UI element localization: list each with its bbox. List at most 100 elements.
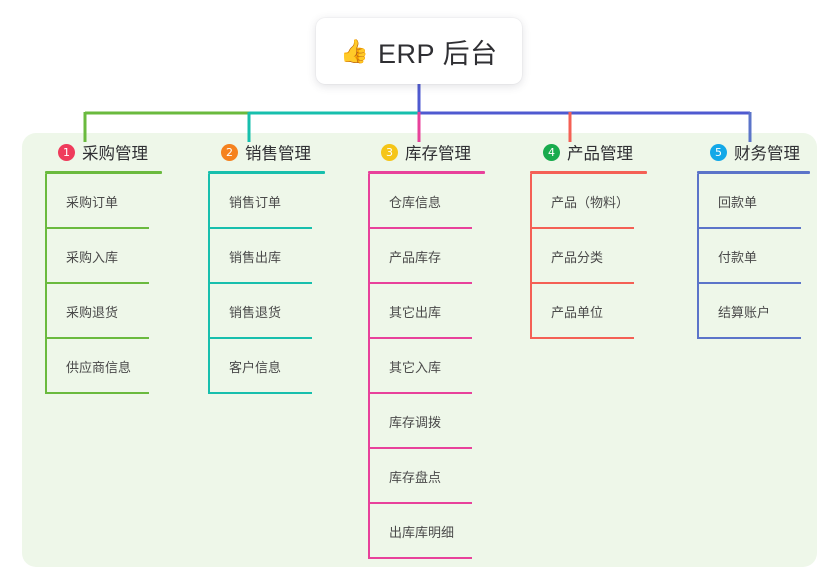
menu-item-label: 付款单	[718, 250, 758, 265]
columns-container: 1 采购管理采购订单采购入库采购退货供应商信息 2 销售管理销售订单销售出库销售退货客…	[22, 133, 817, 567]
menu-item[interactable]: 采购订单	[45, 174, 202, 229]
column-3: 3 库存管理仓库信息产品库存其它出库其它入库库存调拨库存盘点出库库明细	[365, 133, 525, 559]
menu-item-label: 产品库存	[389, 250, 442, 265]
menu-item-label: 产品分类	[551, 250, 604, 265]
menu-item[interactable]: 采购入库	[45, 229, 202, 284]
menu-item-underline	[697, 337, 801, 339]
menu-item-label: 产品（物料）	[551, 195, 630, 210]
menu-item-underline	[45, 282, 149, 284]
menu-item-label: 客户信息	[229, 360, 282, 375]
menu-item-underline	[368, 282, 472, 284]
column-spine	[697, 174, 699, 339]
column-header-1[interactable]: 1 采购管理	[42, 133, 202, 171]
menu-item[interactable]: 其它入库	[368, 339, 525, 394]
menu-item[interactable]: 仓库信息	[368, 174, 525, 229]
column-badge-icon: 2	[221, 143, 238, 161]
column-2: 2 销售管理销售订单销售出库销售退货客户信息	[205, 133, 365, 394]
menu-item[interactable]: 产品单位	[530, 284, 687, 339]
menu-item[interactable]: 产品库存	[368, 229, 525, 284]
column-spine	[530, 174, 532, 339]
menu-item-label: 采购入库	[66, 250, 119, 265]
root-node-card[interactable]: 👍 ERP 后台	[316, 18, 522, 84]
root-node-title: ERP 后台	[378, 38, 498, 69]
menu-item-underline	[368, 337, 472, 339]
column-title: 产品管理	[567, 145, 633, 163]
menu-item-label: 库存调拨	[389, 415, 442, 430]
menu-item[interactable]: 回款单	[697, 174, 839, 229]
menu-item-label: 仓库信息	[389, 195, 442, 210]
menu-item[interactable]: 付款单	[697, 229, 839, 284]
menu-item-underline	[530, 227, 634, 229]
column-spine	[208, 174, 210, 394]
menu-item-label: 采购订单	[66, 195, 119, 210]
menu-item-underline	[368, 392, 472, 394]
column-5: 5 财务管理回款单付款单结算账户	[694, 133, 839, 339]
column-underline	[45, 171, 162, 174]
menu-item[interactable]: 客户信息	[208, 339, 365, 394]
menu-item[interactable]: 产品分类	[530, 229, 687, 284]
menu-item-underline	[368, 502, 472, 504]
menu-item-label: 销售订单	[229, 195, 282, 210]
column-items: 仓库信息产品库存其它出库其它入库库存调拨库存盘点出库库明细	[368, 174, 525, 559]
menu-item-label: 回款单	[718, 195, 758, 210]
menu-item-underline	[45, 392, 149, 394]
menu-item-label: 结算账户	[718, 305, 771, 320]
menu-item-underline	[45, 227, 149, 229]
menu-item-label: 供应商信息	[66, 360, 132, 375]
thumbs-up-icon: 👍	[340, 37, 370, 64]
column-badge-icon: 1	[58, 143, 75, 161]
column-header-4[interactable]: 4 产品管理	[527, 133, 687, 171]
column-items: 采购订单采购入库采购退货供应商信息	[45, 174, 202, 394]
menu-item[interactable]: 其它出库	[368, 284, 525, 339]
menu-item[interactable]: 采购退货	[45, 284, 202, 339]
menu-item-underline	[697, 282, 801, 284]
menu-item-underline	[368, 557, 472, 559]
menu-item[interactable]: 出库库明细	[368, 504, 525, 559]
menu-item-label: 采购退货	[66, 305, 119, 320]
column-title: 库存管理	[405, 145, 471, 163]
menu-item-underline	[368, 447, 472, 449]
column-items: 产品（物料） 产品分类产品单位	[530, 174, 687, 339]
column-items: 销售订单销售出库销售退货客户信息	[208, 174, 365, 394]
column-items: 回款单付款单结算账户	[697, 174, 839, 339]
column-spine	[45, 174, 47, 394]
menu-item-label: 库存盘点	[389, 470, 442, 485]
menu-item[interactable]: 销售订单	[208, 174, 365, 229]
menu-item-label: 销售退货	[229, 305, 282, 320]
column-underline	[368, 171, 485, 174]
menu-item[interactable]: 产品（物料）	[530, 174, 687, 229]
menu-item-label: 产品单位	[551, 305, 604, 320]
column-spine	[368, 174, 370, 559]
column-1: 1 采购管理采购订单采购入库采购退货供应商信息	[42, 133, 202, 394]
column-4: 4 产品管理产品（物料） 产品分类产品单位	[527, 133, 687, 339]
column-header-3[interactable]: 3 库存管理	[365, 133, 525, 171]
diagram-background-panel	[22, 133, 817, 567]
menu-item-underline	[208, 337, 312, 339]
menu-item[interactable]: 库存调拨	[368, 394, 525, 449]
column-badge-icon: 4	[543, 143, 560, 161]
menu-item-underline	[208, 282, 312, 284]
menu-item-underline	[208, 392, 312, 394]
column-underline	[208, 171, 325, 174]
menu-item-underline	[530, 282, 634, 284]
menu-item-label: 其它出库	[389, 305, 442, 320]
menu-item-underline	[45, 337, 149, 339]
column-title: 财务管理	[734, 145, 800, 163]
column-badge-icon: 3	[381, 143, 398, 161]
column-badge-icon: 5	[710, 143, 727, 161]
menu-item[interactable]: 销售出库	[208, 229, 365, 284]
menu-item[interactable]: 供应商信息	[45, 339, 202, 394]
column-underline	[530, 171, 647, 174]
menu-item[interactable]: 销售退货	[208, 284, 365, 339]
menu-item-underline	[368, 227, 472, 229]
menu-item[interactable]: 库存盘点	[368, 449, 525, 504]
column-underline	[697, 171, 810, 174]
menu-item-underline	[697, 227, 801, 229]
menu-item[interactable]: 结算账户	[697, 284, 839, 339]
menu-item-label: 其它入库	[389, 360, 442, 375]
column-title: 采购管理	[82, 145, 148, 163]
column-header-2[interactable]: 2 销售管理	[205, 133, 365, 171]
column-title: 销售管理	[245, 145, 311, 163]
column-header-5[interactable]: 5 财务管理	[694, 133, 839, 171]
menu-item-underline	[208, 227, 312, 229]
